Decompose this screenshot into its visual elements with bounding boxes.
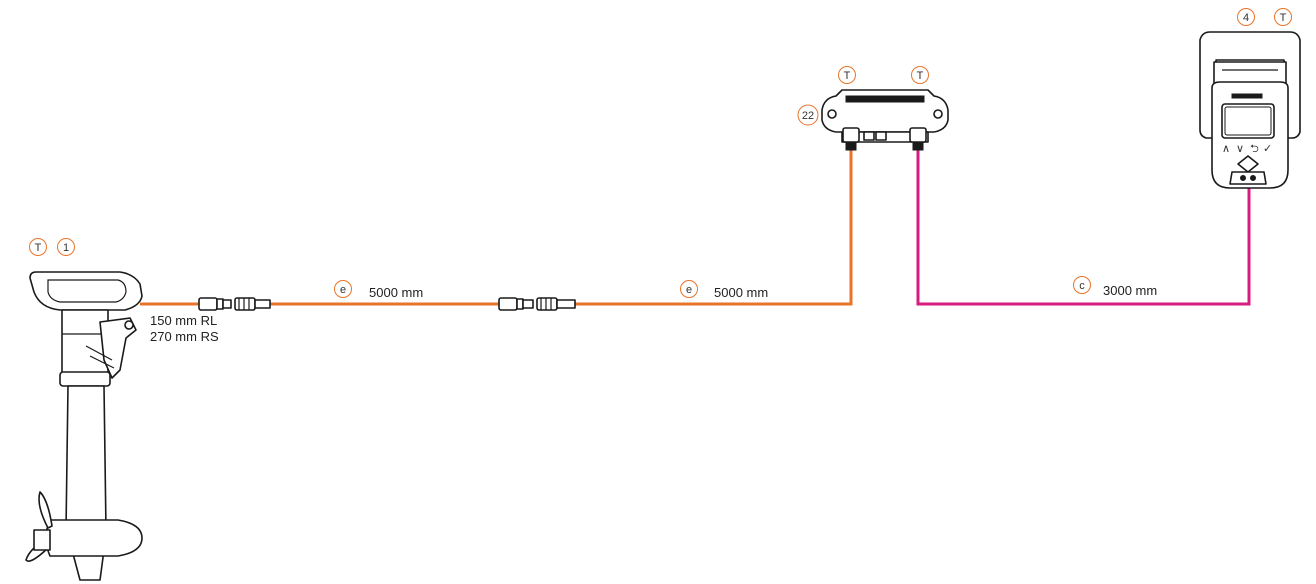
badge-hub-t-left: T — [838, 66, 856, 84]
badge-hub-t-right: T — [911, 66, 929, 84]
motor-lead-labels: 150 mm RL 270 mm RS — [150, 313, 219, 344]
magenta-cable — [916, 150, 1251, 306]
cable-segment-2 — [575, 150, 853, 306]
display-badges: 4 T — [1237, 8, 1292, 26]
display-button-back[interactable]: ⮌ — [1250, 143, 1259, 155]
badge-display-4: 4 — [1237, 8, 1255, 26]
segment-2-length: 5000 mm — [714, 285, 768, 300]
display-device-illustration: ∧ ∨ ⮌ ✓ — [1199, 31, 1301, 189]
badge-segment-2 — [680, 280, 698, 298]
svg-text:4: 4 — [1243, 12, 1249, 24]
badge-segment-1 — [334, 280, 352, 298]
badge-hub-22: 22 — [797, 104, 819, 126]
hub-badges: T T 22 — [797, 66, 929, 126]
segment-3-length: 3000 mm — [1103, 283, 1157, 298]
label-150mm-rl: 150 mm RL — [150, 313, 217, 328]
cable-connector-2 — [498, 297, 576, 311]
svg-text:T: T — [844, 70, 851, 82]
svg-text:1: 1 — [63, 242, 69, 254]
badge-display-t: T — [1274, 8, 1292, 26]
segment-1-length: 5000 mm — [369, 285, 423, 300]
svg-text:c: c — [1079, 280, 1085, 292]
display-button-down[interactable]: ∨ — [1236, 143, 1244, 155]
svg-text:e: e — [340, 284, 346, 296]
svg-text:22: 22 — [802, 110, 814, 122]
display-buttons: ∧ ∨ ⮌ ✓ — [1222, 143, 1272, 155]
badge-segment-3 — [1073, 276, 1091, 294]
motor-badges: T 1 — [29, 238, 75, 256]
segment-1-label: e 5000 mm — [334, 280, 423, 300]
badge-motor-1: 1 — [57, 238, 75, 256]
badge-motor-t: T — [29, 238, 47, 256]
svg-text:e: e — [686, 284, 692, 296]
svg-text:T: T — [35, 242, 42, 254]
outboard-motor-illustration — [25, 271, 143, 581]
svg-text:T: T — [1280, 12, 1287, 24]
svg-text:T: T — [917, 70, 924, 82]
display-button-up[interactable]: ∧ — [1222, 143, 1230, 155]
orange-cable-run — [140, 150, 853, 306]
label-270mm-rs: 270 mm RS — [150, 329, 219, 344]
hub-device-illustration — [821, 89, 949, 151]
segment-2-label: e 5000 mm — [680, 280, 768, 300]
cable-connector-1 — [198, 297, 271, 311]
segment-3-label: c 3000 mm — [1073, 276, 1157, 298]
display-button-ok[interactable]: ✓ — [1263, 143, 1272, 155]
